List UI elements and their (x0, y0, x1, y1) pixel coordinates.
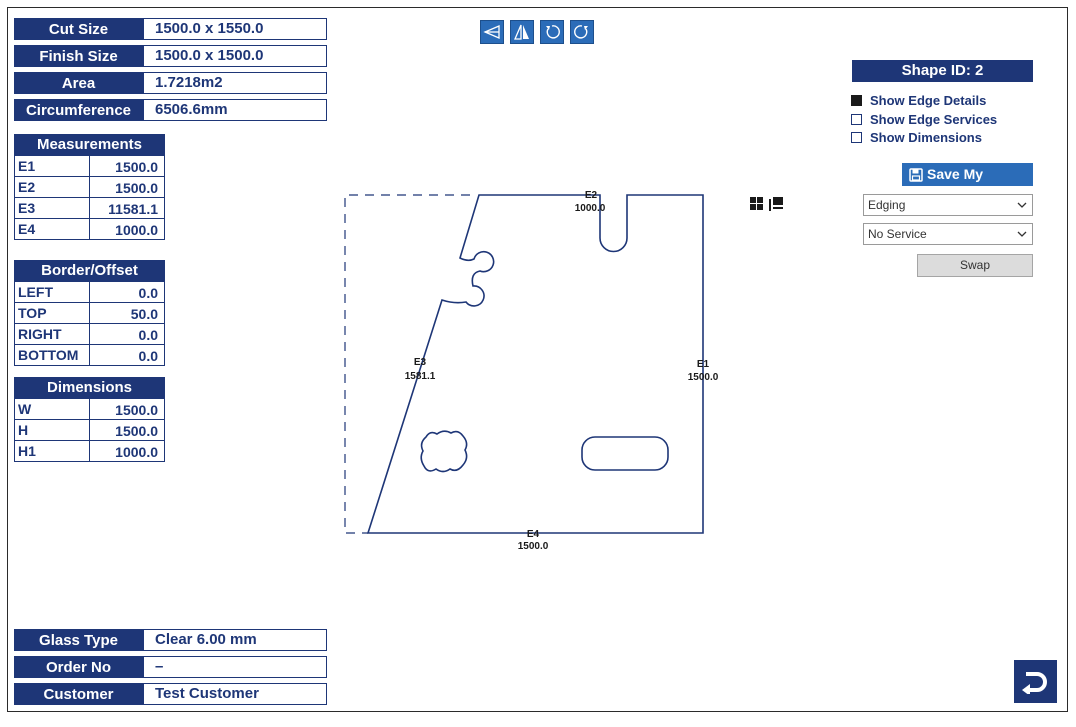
table-row: LEFT 0.0 (15, 281, 164, 302)
list-view-icon[interactable] (769, 197, 783, 211)
rotate-right-button[interactable] (570, 20, 594, 44)
table-row: E1 1500.0 (15, 155, 164, 176)
cut-size-value: 1500.0 x 1550.0 (143, 18, 327, 40)
edging-select[interactable]: Edging (863, 194, 1033, 216)
table-row: BOTTOM 0.0 (15, 344, 164, 365)
circumference-value: 6506.6mm (143, 99, 327, 121)
flip-horizontal-icon (483, 25, 500, 39)
area-value: 1.7218m2 (143, 72, 327, 94)
border-offset-table: Border/Offset LEFT 0.0 TOP 50.0 RIGHT 0.… (14, 260, 165, 366)
checkbox-box[interactable] (851, 132, 862, 143)
edge-e4-name: E4 (527, 529, 540, 540)
table-row: E2 1500.0 (15, 176, 164, 197)
measurement-value[interactable]: 1000.0 (115, 222, 158, 238)
checkbox-label[interactable]: Show Dimensions (870, 130, 982, 145)
checkbox-label[interactable]: Show Edge Details (870, 93, 987, 108)
flip-horizontal-button[interactable] (480, 20, 504, 44)
glass-type-value: Clear 6.00 mm (143, 629, 327, 651)
offset-key: TOP (15, 303, 90, 323)
page-frame (7, 7, 1068, 712)
border-offset-header: Border/Offset (15, 261, 164, 281)
circumference-label: Circumference (14, 99, 143, 121)
measurement-value[interactable]: 1500.0 (115, 180, 158, 196)
cut-size-label: Cut Size (14, 18, 143, 40)
measurement-key: E3 (15, 198, 90, 218)
measurements-header: Measurements (15, 135, 164, 155)
checkbox-box[interactable] (851, 95, 862, 106)
grid-view-icon[interactable] (750, 197, 764, 211)
finish-size-value: 1500.0 x 1500.0 (143, 45, 327, 67)
dimension-value[interactable]: 1500.0 (115, 423, 158, 439)
glass-type-label: Glass Type (14, 629, 143, 651)
edge-e2-value: 1000.0 (575, 203, 606, 214)
measurement-key: E1 (15, 156, 90, 176)
rotate-right-icon (574, 25, 588, 39)
table-row: E4 1000.0 (15, 218, 164, 239)
slot-cutout[interactable] (581, 436, 669, 471)
glass-outline[interactable] (366, 194, 704, 534)
mirror-button[interactable] (510, 20, 534, 44)
checkbox-label[interactable]: Show Edge Services (870, 112, 998, 127)
table-row: TOP 50.0 (15, 302, 164, 323)
checkbox-box[interactable] (851, 114, 862, 125)
table-row: H 1500.0 (15, 419, 164, 440)
save-icon (909, 168, 923, 182)
chevron-down-icon (1017, 202, 1027, 208)
mirror-icon (514, 24, 529, 40)
scalloped-cutout[interactable] (420, 430, 468, 473)
rotate-left-button[interactable] (540, 20, 564, 44)
area-label: Area (14, 72, 143, 94)
edge-e3-name: E3 (414, 357, 427, 368)
table-row: E3 11581.1 (15, 197, 164, 218)
edge-e3-value: 1581.1 (405, 371, 436, 382)
shape-id-title: Shape ID: 2 (852, 60, 1033, 82)
measurements-table: Measurements E1 1500.0 E2 1500.0 E3 1158… (14, 134, 165, 240)
order-no-label: Order No (14, 656, 143, 678)
dimension-key: W (15, 399, 90, 419)
offset-value[interactable]: 0.0 (138, 348, 158, 364)
dimension-key: H1 (15, 441, 90, 461)
dimension-value[interactable]: 1000.0 (115, 444, 158, 460)
offset-key: LEFT (15, 282, 90, 302)
customer-value: Test Customer (143, 683, 327, 705)
chevron-down-icon (1017, 231, 1027, 237)
dimensions-table: Dimensions W 1500.0 H 1500.0 H1 1000.0 (14, 377, 165, 462)
offset-key: BOTTOM (15, 345, 90, 365)
offset-value[interactable]: 0.0 (138, 285, 158, 301)
customer-label: Customer (14, 683, 143, 705)
return-icon (1022, 672, 1047, 694)
offset-key: RIGHT (15, 324, 90, 344)
dimensions-header: Dimensions (15, 378, 164, 398)
rotate-left-icon (546, 25, 560, 39)
measurement-key: E2 (15, 177, 90, 197)
dimension-value[interactable]: 1500.0 (115, 402, 158, 418)
edge-e2-name: E2 (585, 190, 598, 201)
dimension-key: H (15, 420, 90, 440)
finish-size-label: Finish Size (14, 45, 143, 67)
swap-button[interactable]: Swap (917, 254, 1033, 277)
order-no-value: – (143, 656, 327, 678)
service-select[interactable]: No Service (863, 223, 1033, 245)
table-row: H1 1000.0 (15, 440, 164, 461)
offset-value[interactable]: 50.0 (130, 306, 158, 322)
service-select-value: No Service (868, 227, 927, 241)
edge-e1-value: 1500.0 (688, 372, 719, 383)
measurement-key: E4 (15, 219, 90, 239)
edge-e1-name: E1 (697, 359, 710, 370)
measurement-value[interactable]: 1500.0 (115, 159, 158, 175)
back-button[interactable] (1014, 660, 1057, 703)
offset-outline (344, 194, 470, 534)
measurement-value[interactable]: 11581.1 (108, 201, 158, 217)
edge-e4-value: 1500.0 (518, 541, 549, 552)
table-row: RIGHT 0.0 (15, 323, 164, 344)
table-row: W 1500.0 (15, 398, 164, 419)
edging-select-value: Edging (868, 198, 906, 212)
save-settings-button[interactable]: Save My Settings (902, 163, 1033, 205)
offset-value[interactable]: 0.0 (138, 327, 158, 343)
